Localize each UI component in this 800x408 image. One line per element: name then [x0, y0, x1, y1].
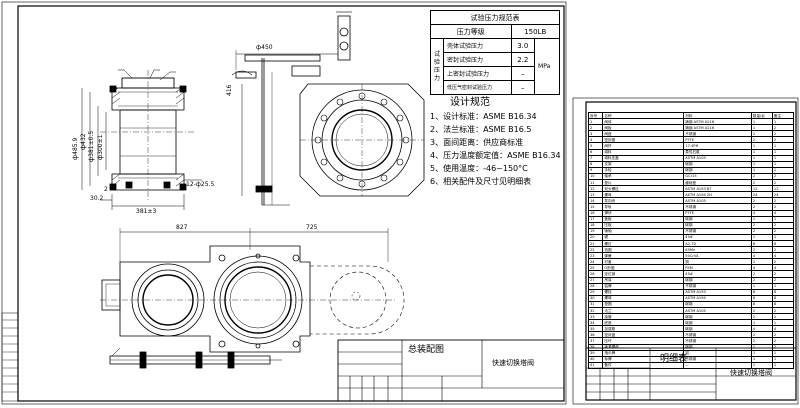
pressure-row-label: 壳体试验压力 — [443, 38, 512, 53]
pressure-row-label: 低压气密封试验压力 — [443, 80, 512, 95]
spec-item: 2、法兰标准：ASME B16.5 — [430, 125, 532, 134]
plan-view — [100, 228, 405, 369]
spec-item: 4、压力温度额定值：ASME B16.34 — [430, 151, 561, 160]
bom-cell: 备件 — [602, 361, 685, 369]
pressure-row-value: – — [510, 80, 536, 95]
front-view — [231, 11, 425, 206]
drawing-name-left: 总装配图 — [408, 345, 445, 355]
test-pressure-group-label: 试验压力 — [429, 38, 445, 95]
product-name-right: 快速切换塔阀 — [730, 369, 772, 377]
rating-label: 压力等级 — [430, 24, 512, 39]
bom-cell: 1 — [771, 361, 795, 369]
dim-485: ф485.9 — [72, 137, 79, 160]
dim-bolts: 12-ф25.5 — [186, 181, 215, 188]
dim-450: ф450 — [256, 44, 273, 51]
dim-432: ф432 — [80, 133, 87, 150]
product-name-left: 快速切换塔阀 — [492, 359, 534, 367]
dim-416: 416 — [226, 84, 233, 96]
pressure-table-title: 试验压力规范表 — [430, 10, 560, 25]
bom-cell: 41 — [587, 361, 604, 369]
dim-len-30: 30.2 — [90, 195, 104, 202]
pressure-unit: MPa — [534, 38, 560, 95]
pressure-row-value: – — [510, 66, 536, 81]
spec-item: 6、相关配件及尺寸见明细表 — [430, 177, 532, 186]
spec-item: 5、使用温度：-46~150°C — [430, 164, 528, 173]
dim-725: 725 — [306, 224, 318, 231]
design-spec: 设计规范 1、设计标准：ASME B16.34 2、法兰标准：ASME B16.… — [430, 96, 561, 188]
dim-300: ф300±1 — [97, 134, 104, 160]
pressure-row-label: 密封试验压力 — [443, 52, 512, 67]
pressure-row-value: 3.0 — [510, 38, 536, 53]
pressure-table: 试验压力规范表 压力等级 150LB 试验压力 壳体试验压力 3.0 MPa 密… — [429, 10, 561, 95]
dim-len-2: 2 — [104, 186, 108, 193]
bom-cell: 1 — [750, 361, 773, 369]
title-block-left-grid — [337, 339, 565, 402]
dim-len-381: 381±3 — [136, 208, 157, 215]
rating-value: 150LB — [510, 24, 561, 39]
side-section-view — [81, 69, 202, 210]
spec-item: 3、面间距离：供应商标准 — [430, 138, 524, 147]
pressure-row-value: 2.2 — [510, 52, 536, 67]
dim-381: ф381±0.5 — [88, 130, 95, 162]
dim-827: 827 — [176, 224, 188, 231]
pressure-row-label: 上密封试验压力 — [443, 66, 512, 81]
design-spec-title: 设计规范 — [450, 97, 490, 108]
bom-cell: — — [683, 361, 752, 369]
spec-item: 1、设计标准：ASME B16.34 — [430, 112, 537, 121]
